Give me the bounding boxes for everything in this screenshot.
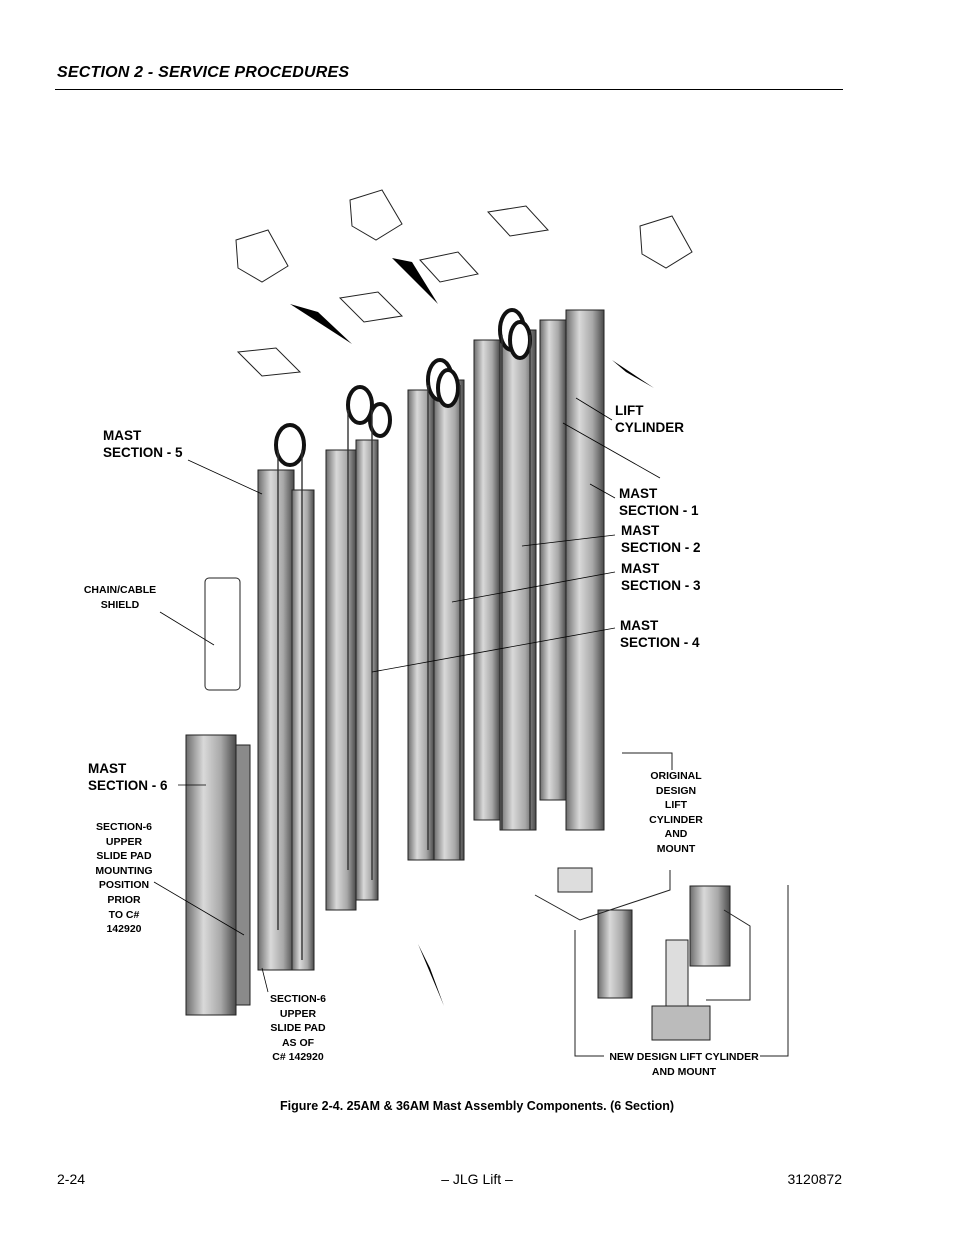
label-lift-cylinder-line1: LIFT	[615, 403, 644, 418]
mast-beams	[185, 309, 605, 1016]
sheaves	[274, 308, 532, 467]
label-mast-5-line1: MAST	[103, 428, 142, 443]
new-design-inset	[574, 885, 789, 1057]
label-mast-5-line2: SECTION - 5	[103, 445, 183, 460]
label-mast-2-line1: MAST	[621, 523, 660, 538]
label-mast-4-line2: SECTION - 4	[620, 635, 700, 650]
label-mast-section-6: MAST SECTION - 6	[88, 760, 168, 794]
label-mast-6-line2: SECTION - 6	[88, 778, 168, 793]
label-original-design: ORIGINAL DESIGN LIFT CYLINDER AND MOUNT	[649, 770, 703, 855]
page-number: 2-24	[57, 1171, 86, 1187]
label-mast-section-2: MAST SECTION - 2	[621, 522, 701, 556]
label-new-design: NEW DESIGN LIFT CYLINDER AND MOUNT	[609, 1051, 759, 1078]
label-mast-3-line1: MAST	[621, 561, 660, 576]
label-mast-2-line2: SECTION - 2	[621, 540, 701, 555]
label-mast-section-5: MAST SECTION - 5	[103, 427, 183, 461]
original-design-bracket	[534, 752, 673, 921]
chain-cable-shield	[204, 577, 241, 691]
label-mast-4-line1: MAST	[620, 618, 659, 633]
document-number: 3120872	[787, 1171, 842, 1187]
label-chain-cable-shield: CHAIN/CABLE SHIELD	[83, 584, 157, 611]
header-rule	[55, 89, 843, 90]
section-title: SECTION 2 - SERVICE PROCEDURES	[57, 64, 350, 81]
top-plates	[235, 189, 693, 377]
label-lift-cylinder: LIFT CYLINDER	[615, 402, 684, 436]
label-lift-cylinder-line2: CYLINDER	[615, 420, 685, 435]
label-mast-section-4: MAST SECTION - 4	[620, 617, 700, 651]
figure-caption: Figure 2-4. 25AM & 36AM Mast Assembly Co…	[279, 1099, 675, 1113]
label-upper-pad-prior: SECTION-6 UPPER SLIDE PAD MOUNTING POSIT…	[95, 821, 153, 936]
label-upper-pad-as-of: SECTION-6 UPPER SLIDE PAD AS OF C# 14292…	[269, 993, 326, 1064]
chains	[277, 335, 531, 960]
footer-center: – JLG Lift –	[441, 1171, 513, 1187]
label-mast-section-3: MAST SECTION - 3	[621, 560, 701, 594]
leader-lines	[153, 397, 661, 993]
label-mast-1-line2: SECTION - 1	[619, 503, 699, 518]
assembly-arrows	[290, 258, 654, 1006]
label-mast-6-line1: MAST	[88, 761, 127, 776]
label-mast-3-line2: SECTION - 3	[621, 578, 701, 593]
label-mast-1-line1: MAST	[619, 486, 658, 501]
label-mast-section-1: MAST SECTION - 1	[619, 485, 699, 519]
